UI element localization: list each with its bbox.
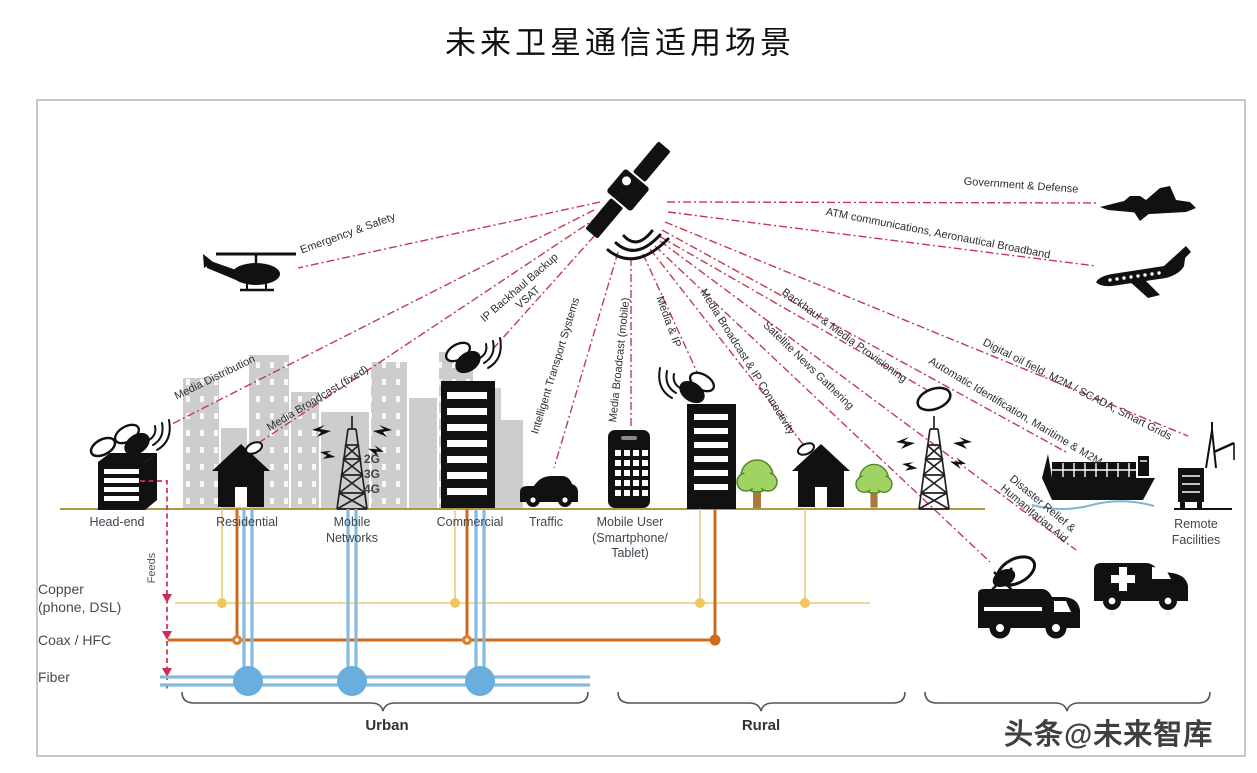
- smartphone-icon: [608, 430, 650, 508]
- satellite-icon: [586, 142, 670, 261]
- rural-house-icon: [792, 442, 850, 507]
- watermark: 头条@未来智库: [1004, 719, 1214, 751]
- node-label-traffic: Traffic: [528, 515, 564, 529]
- fighter-jet-icon: [1100, 186, 1196, 221]
- infra-label-fiber: Fiber: [38, 669, 70, 685]
- infra-label-feeds: Feeds: [146, 552, 158, 584]
- feeds-line: [140, 480, 172, 690]
- copper-network: [175, 509, 870, 608]
- node-label-mobile-user: Mobile User (Smartphone/ Tablet): [592, 515, 668, 561]
- airplane-icon: [1096, 246, 1191, 298]
- oil-rig-icon: [1174, 422, 1235, 510]
- rural-building-icon: [658, 366, 736, 509]
- commercial-building-icon: [441, 336, 502, 508]
- residential-house-icon: [212, 441, 270, 507]
- infra-label-copper: Copper (phone, DSL): [38, 581, 122, 616]
- label-3g: 3G: [364, 467, 381, 481]
- node-label-mobile-networks: Mobile Networks: [325, 515, 379, 545]
- node-label-remote-facilities: Remote Facilities: [1171, 517, 1221, 547]
- label-4g: 4G: [364, 482, 381, 496]
- traffic-car-icon: [520, 476, 578, 507]
- satellite-link-lines: [167, 201, 1189, 563]
- helicopter-icon: [203, 252, 296, 292]
- node-label-head-end: Head-end: [89, 515, 145, 529]
- page-title: 未来卫星通信适用场景: [445, 25, 795, 62]
- sng-truck-icon: [978, 555, 1080, 639]
- ambulance-icon: [1094, 563, 1188, 610]
- fiber-network: [160, 509, 590, 696]
- head-end-icon: [89, 418, 171, 510]
- region-brackets: [181, 691, 1211, 712]
- coax-network: [168, 509, 721, 646]
- label-2g: 2G: [364, 452, 381, 466]
- region-label-rural: Rural: [741, 717, 781, 734]
- infra-label-coax: Coax / HFC: [38, 632, 112, 648]
- ship-icon: [1031, 454, 1155, 510]
- node-label-commercial: Commercial: [436, 515, 504, 529]
- region-label-urban: Urban: [365, 717, 409, 734]
- rural-comms-tower-icon: [896, 386, 972, 510]
- node-label-residential: Residential: [216, 515, 278, 529]
